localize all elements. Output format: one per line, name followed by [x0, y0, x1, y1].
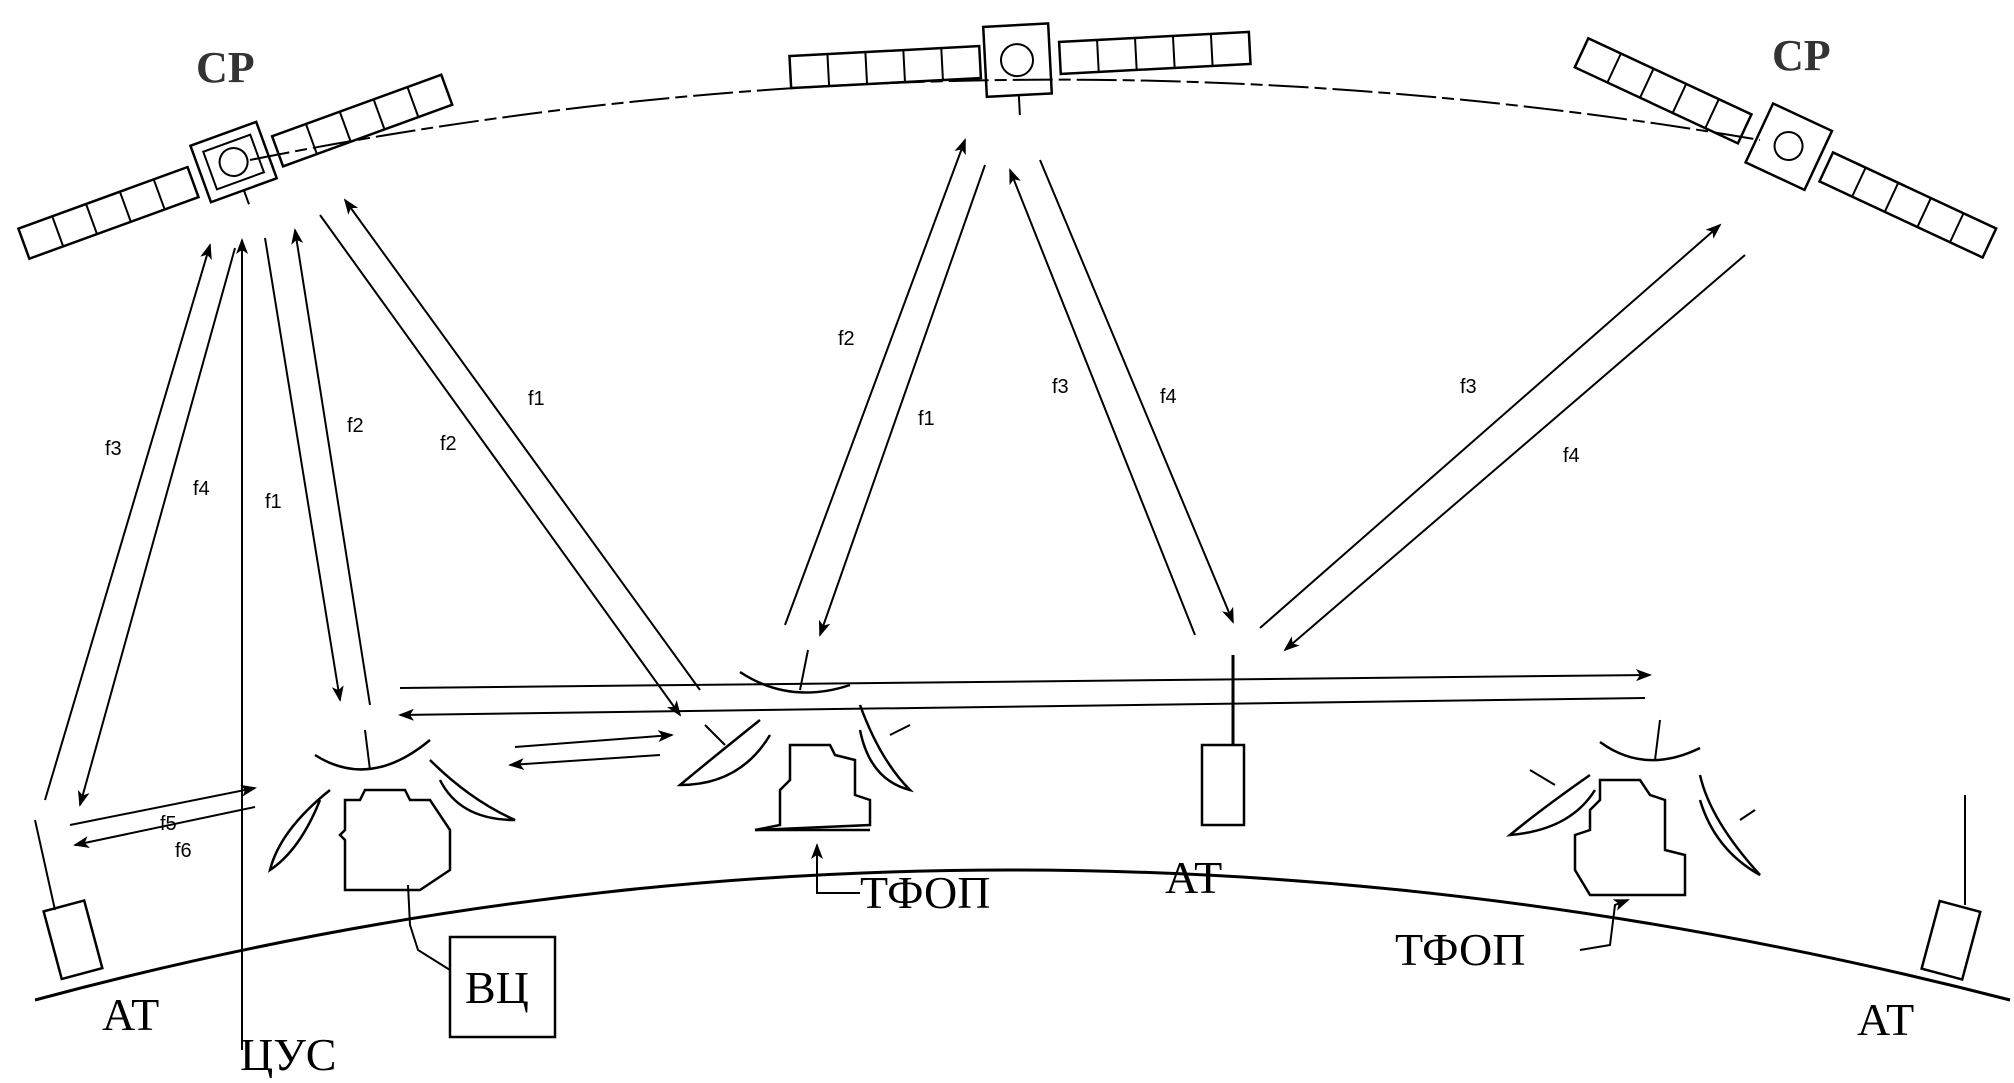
solar-panel-icon [16, 73, 454, 261]
computing-center-box: ВЦ [407, 884, 557, 1039]
freq-f4-right: f4 [1563, 445, 1580, 467]
link-ground-left [398, 697, 1646, 721]
satellite-dish-icon [268, 729, 516, 873]
freq-f2-left-center: f2 [440, 433, 457, 455]
ground-station-right [1506, 719, 1761, 897]
freq-f4-center: f4 [1160, 386, 1177, 408]
label-tfop-right: ТФОП [1395, 924, 1525, 975]
terminal-right [1920, 795, 1982, 982]
link-f4-left [77, 247, 236, 807]
freq-f5: f5 [160, 813, 177, 835]
freq-f1-center: f1 [918, 408, 935, 430]
label-at-left: АТ [102, 989, 159, 1040]
orbit-arc [249, 78, 1761, 161]
earth-surface [34, 868, 2011, 1002]
solar-panel-icon [1573, 36, 1998, 260]
link-ground-right [399, 669, 1652, 689]
ground-station-center [676, 649, 915, 832]
freq-f3-center: f3 [1052, 376, 1069, 398]
satellite-left [16, 73, 454, 261]
freq-f2-left: f2 [347, 415, 364, 437]
link-f2-left [264, 237, 344, 702]
freq-f4-left: f4 [193, 478, 210, 500]
link-f1-left-center [343, 198, 701, 691]
freq-f3-left: f3 [105, 438, 122, 460]
link-f1-center [818, 164, 986, 637]
satellite-dish-icon [1506, 719, 1761, 877]
terminal-mid [1200, 655, 1246, 827]
link-station-right [514, 730, 674, 748]
label-sat-right: СР [1772, 31, 1831, 80]
label-vc: ВЦ [465, 962, 529, 1013]
label-sat-left: СР [196, 43, 255, 92]
satellite-dish-icon [676, 649, 915, 793]
freq-f6: f6 [175, 840, 192, 862]
link-f3-right [1259, 223, 1722, 629]
label-cus: ЦУС [240, 1029, 336, 1078]
link-f3-center [1009, 168, 1196, 636]
link-f1-left [291, 228, 371, 706]
ground-station-left [268, 729, 516, 892]
link-f4-center [1039, 159, 1234, 624]
link-f5 [69, 784, 257, 826]
freq-f3-right: f3 [1460, 376, 1477, 398]
tfop-pointer-right [1579, 899, 1630, 951]
label-tfop-mid: ТФОП [860, 867, 990, 918]
label-at-right: АТ [1857, 994, 1914, 1045]
freq-f1-left: f1 [265, 491, 282, 513]
satellite-center [788, 22, 1252, 116]
link-f2-center [784, 138, 966, 626]
terminal-left [34, 819, 104, 981]
solar-panel-icon [788, 30, 1252, 90]
label-at-mid: АТ [1165, 852, 1222, 903]
tfop-pointer-mid [811, 843, 860, 894]
freq-f2-center: f2 [838, 328, 855, 350]
freq-f1-left-center: f1 [528, 388, 545, 410]
link-f3-left [44, 243, 212, 801]
link-station-left [508, 754, 661, 771]
link-f2-left-center [319, 214, 682, 717]
satellite-right [1573, 36, 1998, 260]
link-f4-right [1283, 254, 1746, 652]
link-f6 [73, 806, 256, 848]
